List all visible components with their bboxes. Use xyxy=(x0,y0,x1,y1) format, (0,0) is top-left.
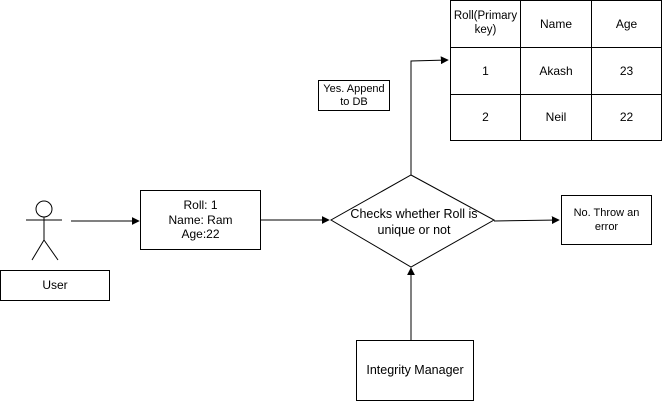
user-actor-right-leg xyxy=(43,239,59,261)
arrow-decision-to-no xyxy=(493,216,560,225)
db-header-age: Age xyxy=(615,16,638,31)
user-actor-figure xyxy=(26,200,62,261)
decision-label: Checks whether Roll is unique or not xyxy=(350,207,478,237)
integrity-manager-label: Integrity Manager xyxy=(366,363,464,377)
yes-label: Yes. Append to DB xyxy=(323,82,385,108)
user-label-box: User xyxy=(0,270,110,301)
integrity-manager-box: Integrity Manager xyxy=(356,340,474,401)
db-row2-name: Neil xyxy=(545,110,567,125)
yes-label-box: Yes. Append to DB xyxy=(318,80,390,111)
user-actor-head xyxy=(35,200,53,218)
record-box: Roll: 1 Name: Ram Age:22 xyxy=(140,190,261,250)
user-label: User xyxy=(42,278,68,293)
record-line-roll: Roll: 1 xyxy=(183,198,218,213)
db-header-name: Name xyxy=(539,16,572,31)
no-label: No. Throw an error xyxy=(573,206,640,233)
user-actor-left-leg xyxy=(31,239,45,261)
db-table-border xyxy=(450,0,662,141)
db-row2-roll: 2 xyxy=(482,110,489,125)
record-line-name: Name: Ram xyxy=(168,212,233,227)
db-row2-age: 22 xyxy=(619,110,634,125)
arrow-decision-to-table xyxy=(410,56,449,175)
db-row1-roll: 1 xyxy=(482,63,489,78)
no-error-box: No. Throw an error xyxy=(561,195,652,245)
db-row1-age: 23 xyxy=(619,63,634,78)
db-row1-name: Akash xyxy=(539,63,573,78)
db-table-grid xyxy=(450,0,662,141)
db-header-roll: Roll(Primary key) xyxy=(453,10,518,36)
record-line-age: Age:22 xyxy=(181,227,220,242)
decision-diamond xyxy=(329,174,496,268)
